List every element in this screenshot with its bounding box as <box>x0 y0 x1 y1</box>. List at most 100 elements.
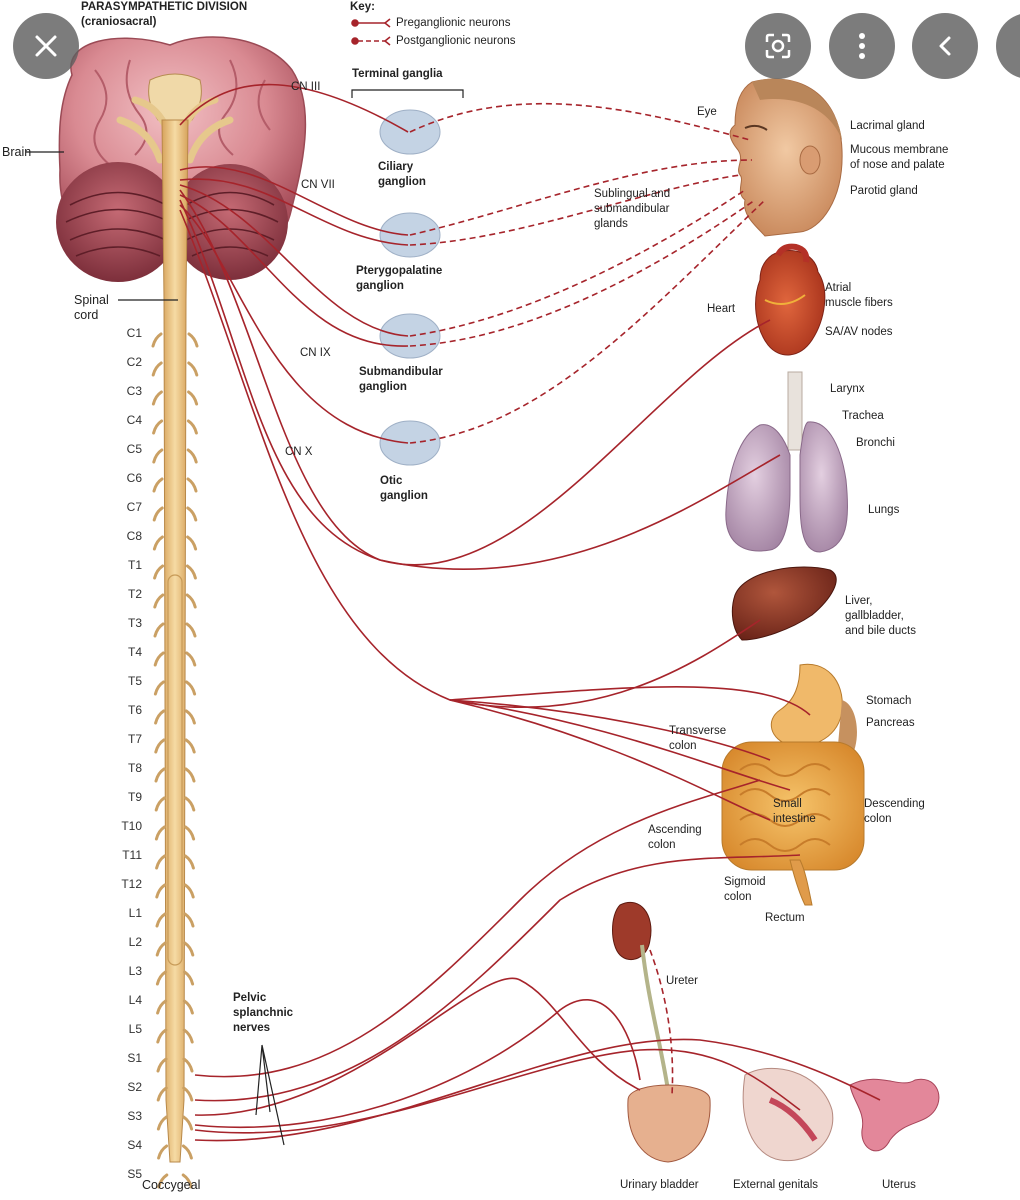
back-button[interactable] <box>912 13 978 79</box>
spinal-nerve-left-s5 <box>157 1173 169 1189</box>
spinal-nerve-right-t4 <box>185 651 197 667</box>
spinal-nerve-right-s3 <box>182 1115 194 1131</box>
mucous-membrane-label: Mucous membrane of nose and palate <box>850 144 949 171</box>
lungs-illustration <box>725 371 849 553</box>
reproductive-illustration <box>742 1068 940 1162</box>
segment-label-t1: T1 <box>127 558 142 572</box>
segment-label-t9: T9 <box>127 790 142 804</box>
spinal-nerve-right-t2 <box>185 593 197 609</box>
spinal-nerve-right-t5 <box>185 680 197 696</box>
segment-label-c8: C8 <box>126 529 142 543</box>
more-options-button[interactable] <box>829 13 895 79</box>
spinal-nerve-left-c6 <box>152 477 164 493</box>
spinal-nerve-left-l2 <box>155 941 167 957</box>
spinal-nerve-left-t11 <box>155 854 167 870</box>
spinal-nerve-right-t6 <box>184 709 196 725</box>
spinal-nerve-left-t9 <box>154 796 166 812</box>
spinal-nerve-left-c7 <box>152 506 164 522</box>
spinal-nerve-left-s2 <box>156 1086 168 1102</box>
submandibular-ganglion-label: Submandibular ganglion <box>359 366 443 393</box>
spinal-nerve-right-t12 <box>183 883 195 899</box>
segment-label-t3: T3 <box>127 616 142 630</box>
cn7-label: CN VII <box>301 179 335 191</box>
spinal-nerve-right-t7 <box>184 738 196 754</box>
spinal-nerve-left-l4 <box>156 999 168 1015</box>
brain-label: Brain <box>2 145 32 159</box>
cn10-label: CN X <box>285 446 313 458</box>
key-postganglionic: Postganglionic neurons <box>396 35 516 47</box>
key-symbols <box>351 18 391 46</box>
spinal-nerve-right-s1 <box>182 1057 194 1073</box>
lacrimal-gland-label: Lacrimal gland <box>850 120 925 132</box>
segment-label-c1: C1 <box>126 326 142 340</box>
spinal-nerve-right-c4 <box>186 419 198 435</box>
spinal-nerve-left-t7 <box>154 738 166 754</box>
parotid-gland-label: Parotid gland <box>850 185 918 197</box>
spinal-nerve-left-t12 <box>155 883 167 899</box>
segment-label-l2: L2 <box>128 935 142 949</box>
spinal-nerve-left-l3 <box>155 970 167 986</box>
segment-label-s5: S5 <box>127 1167 142 1181</box>
spinal-nerve-left-c8 <box>152 535 164 551</box>
lens-icon <box>765 33 791 59</box>
spinal-nerve-right-c3 <box>187 390 199 406</box>
key-heading: Key: <box>350 1 375 13</box>
spinal-nerve-right-l2 <box>183 941 195 957</box>
spinal-nerve-right-t8 <box>184 767 196 783</box>
segment-label-t8: T8 <box>127 761 142 775</box>
spinal-nerve-left-t3 <box>153 622 165 638</box>
head-illustration <box>729 78 843 237</box>
spinal-nerve-left-c4 <box>152 419 164 435</box>
spinal-nerve-left-t5 <box>153 680 165 696</box>
spinal-nerve-left-c2 <box>151 361 163 377</box>
segment-label-t2: T2 <box>127 587 142 601</box>
segment-label-c3: C3 <box>126 384 142 398</box>
segment-label-s3: S3 <box>127 1109 142 1123</box>
spinal-nerve-right-t10 <box>184 825 196 841</box>
spinal-nerve-right-t3 <box>185 622 197 638</box>
close-button[interactable] <box>13 13 79 79</box>
liver-label: Liver, gallbladder, and bile ducts <box>845 595 916 637</box>
pancreas-label: Pancreas <box>866 717 915 729</box>
heart-illustration <box>755 243 826 356</box>
coccygeal-label: Coccygeal <box>142 1178 201 1192</box>
spinal-nerve-left-s4 <box>157 1144 169 1160</box>
spinal-nerve-left-t1 <box>153 564 165 580</box>
more-vertical-icon <box>859 33 865 59</box>
spinal-nerve-right-l4 <box>182 999 194 1015</box>
spinal-nerve-right-s4 <box>181 1144 193 1160</box>
lens-search-button[interactable] <box>745 13 811 79</box>
terminal-ganglia-label: Terminal ganglia <box>352 68 443 80</box>
segment-label-t11: T11 <box>122 848 142 862</box>
segment-label-l4: L4 <box>128 993 142 1007</box>
segment-label-c2: C2 <box>126 355 142 369</box>
segment-label-c5: C5 <box>126 442 142 456</box>
urinary-illustration <box>612 902 711 1163</box>
preganglionic-neurons <box>179 83 881 1142</box>
spinal-nerve-left-t10 <box>154 825 166 841</box>
sa-av-nodes-label: SA/AV nodes <box>825 326 893 338</box>
spinal-nerve-left-s3 <box>156 1115 168 1131</box>
spinal-nerve-right-c5 <box>186 448 198 464</box>
postganglionic-neurons <box>409 103 766 1096</box>
diagram-subtitle: (craniosacral) <box>81 16 157 28</box>
spinal-nerve-right-l5 <box>182 1028 194 1044</box>
eye-label: Eye <box>697 106 717 118</box>
spinal-nerve-left-s1 <box>156 1057 168 1073</box>
segment-label-t6: T6 <box>127 703 142 717</box>
segment-label-c7: C7 <box>126 500 142 514</box>
spinal-nerve-right-l1 <box>183 912 195 928</box>
brain-illustration <box>56 36 307 282</box>
spinal-nerve-left-l5 <box>156 1028 168 1044</box>
external-genitals-label: External genitals <box>733 1179 819 1191</box>
pelvic-splanchnic-label: Pelvic splanchnic nerves <box>233 992 294 1034</box>
liver-illustration <box>731 566 837 641</box>
segment-label-t10: T10 <box>121 819 142 833</box>
segment-label-c6: C6 <box>126 471 142 485</box>
spinal-nerve-left-t2 <box>153 593 165 609</box>
transverse-colon-label: Transverse colon <box>669 725 727 752</box>
spinal-nerve-right-c7 <box>186 506 198 522</box>
segment-label-c4: C4 <box>126 413 142 427</box>
close-icon <box>35 35 57 57</box>
spinal-nerve-right-c1 <box>187 332 199 348</box>
